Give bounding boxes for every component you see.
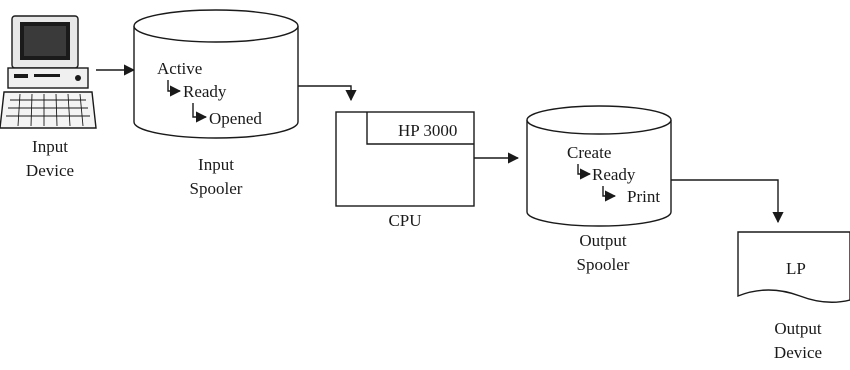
input-device-label-line2: Device <box>26 161 74 180</box>
output-spooler-label-line1: Output <box>579 231 627 250</box>
input-spooler-label-line1: Input <box>198 155 234 174</box>
output-spooler-substate-arrow-2 <box>602 186 617 202</box>
output-spooler-cylinder: Create Ready Print <box>526 105 672 227</box>
input-spooler-state-ready: Ready <box>183 82 227 101</box>
input-spooler-substate-arrow-1 <box>167 80 182 97</box>
input-device-label-line1: Input <box>32 137 68 156</box>
cpu-label: CPU <box>388 211 421 230</box>
arrow-spooler-to-output-device <box>671 179 784 224</box>
output-spooler-label-line2: Spooler <box>577 255 630 274</box>
input-device-node: Input Device <box>0 15 97 180</box>
input-spooler-state-opened: Opened <box>209 109 262 128</box>
input-spooler-state-active: Active <box>157 59 202 78</box>
output-device-label-line2: Device <box>774 343 822 362</box>
output-device-document-shape: LP <box>737 231 850 303</box>
cpu-box: HP 3000 <box>335 111 475 207</box>
output-spooler-state-print: Print <box>627 187 660 206</box>
output-spooler-state-create: Create <box>567 143 611 162</box>
output-spooler-state-ready: Ready <box>592 165 636 184</box>
input-spooler-substate-arrow-2 <box>192 103 208 123</box>
arrow-spooler-to-cpu <box>298 85 357 102</box>
output-device-lp-label: LP <box>786 259 806 278</box>
cpu-hp3000-label: HP 3000 <box>398 121 457 140</box>
input-spooler-cylinder: Active Ready Opened <box>133 9 299 139</box>
input-spooler-label-line2: Spooler <box>190 179 243 198</box>
computer-terminal-icon <box>0 15 97 129</box>
output-spooler-substate-arrow-1 <box>577 164 592 180</box>
output-device-label-line1: Output <box>774 319 822 338</box>
